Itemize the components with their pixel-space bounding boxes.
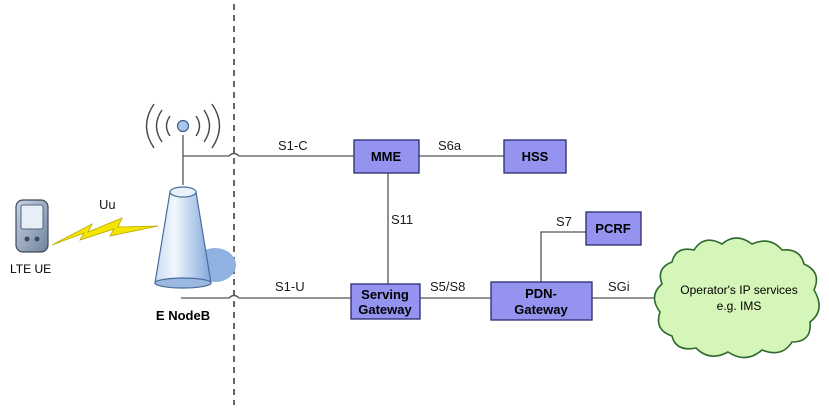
s11-label: S11 (391, 212, 413, 227)
antenna-icon (178, 121, 189, 132)
sgi-label: SGi (608, 279, 630, 294)
base-station-icon (155, 187, 236, 288)
s6a-label: S6a (438, 138, 462, 153)
s5s8-label: S5/S8 (430, 279, 465, 294)
serving-gateway-label-line2: Gateway (358, 302, 412, 317)
s1u-label: S1-U (275, 279, 305, 294)
cloud-label-line2: e.g. IMS (717, 299, 762, 313)
lightning-icon (52, 218, 158, 245)
pcrf-label: PCRF (595, 221, 630, 236)
uu-label: Uu (99, 197, 116, 212)
s7-label: S7 (556, 214, 572, 229)
mme-label: MME (371, 149, 402, 164)
s1c-link (183, 154, 354, 157)
s1u-link (181, 296, 351, 299)
enodeb-label: E NodeB (156, 308, 210, 323)
hss-label: HSS (522, 149, 549, 164)
lte-ue-label: LTE UE (10, 262, 51, 276)
s7-link (541, 232, 586, 284)
serving-gateway-label-line1: Serving (361, 287, 409, 302)
cloud-icon (654, 238, 819, 358)
pdn-gateway-label-line1: PDN- (525, 286, 557, 301)
phone-icon (16, 200, 48, 252)
cloud-label-line1: Operator's IP services (680, 283, 797, 297)
pdn-gateway-label-line2: Gateway (514, 302, 568, 317)
s1c-label: S1-C (278, 138, 308, 153)
